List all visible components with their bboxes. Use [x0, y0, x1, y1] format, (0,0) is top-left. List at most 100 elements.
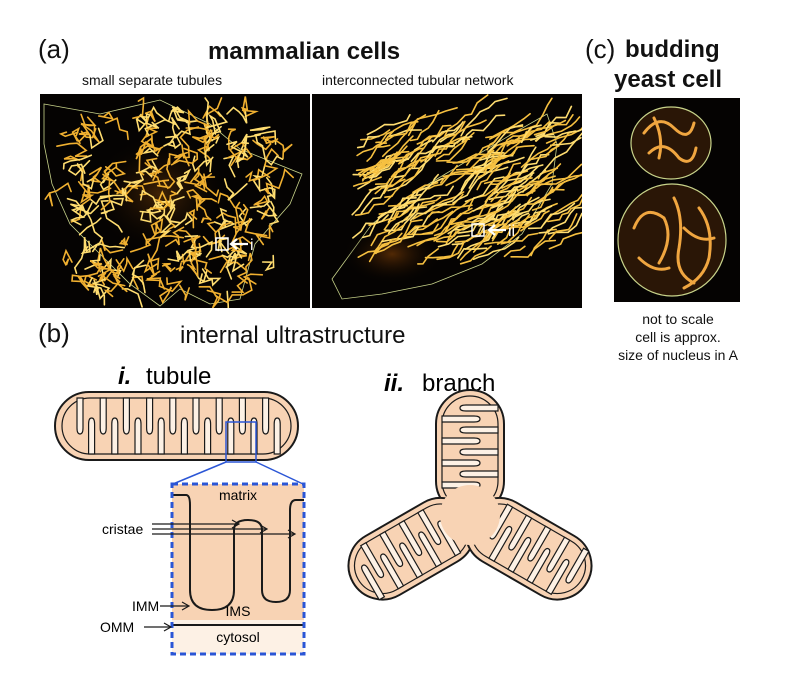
mito-tubule	[503, 245, 526, 258]
mito-tubule	[269, 200, 280, 225]
mito-tubule	[370, 223, 400, 247]
mito-tubule	[104, 117, 129, 141]
mito-tubule	[368, 161, 396, 179]
mito-tubule	[544, 174, 582, 185]
mito-tubule	[416, 130, 447, 145]
mito-tubule	[547, 212, 582, 235]
mito-tubule	[132, 159, 159, 188]
mito-tubule	[223, 178, 248, 201]
mito-tubule	[183, 235, 201, 251]
mito-tubule	[452, 166, 497, 204]
mito-tubule	[150, 217, 164, 236]
mito-tubule	[377, 191, 416, 219]
crista	[459, 470, 499, 478]
mito-tubule	[176, 168, 192, 184]
mito-tubule	[112, 272, 128, 293]
mito-tubule	[531, 178, 572, 211]
mito-tubule	[128, 259, 145, 288]
zoom-marker-i	[215, 237, 229, 251]
crista	[99, 397, 107, 435]
mito-tubule	[129, 233, 152, 253]
imm-label: IMM	[132, 598, 159, 614]
mito-tubule	[519, 153, 550, 176]
mito-tubule	[179, 284, 190, 301]
panel-a-title: mammalian cells	[208, 38, 401, 65]
mito-tubule	[445, 153, 503, 187]
mito-tubule	[418, 185, 454, 201]
branch-mitochondrion	[347, 389, 593, 601]
mito-tubule	[71, 131, 89, 144]
mito-tubule	[198, 268, 222, 287]
mito-tubule	[490, 171, 524, 203]
mito-tubule	[524, 205, 553, 226]
mito-tubule	[524, 186, 554, 205]
mito-tubule	[132, 96, 145, 119]
mito-tubule	[98, 272, 126, 287]
mito-tubule	[254, 134, 284, 166]
mito-tubule	[416, 234, 441, 247]
panel-b-title: internal ultrastructure	[180, 322, 406, 349]
right-micrograph-caption: interconnected tubular network	[322, 72, 514, 88]
crista	[545, 558, 570, 596]
mito-tubule	[186, 188, 203, 212]
mito-tubule	[141, 147, 159, 157]
mito-tubule	[184, 179, 205, 187]
mito-tubule	[86, 201, 104, 246]
crista	[262, 397, 270, 435]
mito-tubule	[176, 119, 198, 124]
mito-tubule	[62, 248, 73, 267]
mito-tubule	[500, 232, 539, 245]
mito-tubule	[369, 153, 395, 172]
mito-tubule	[468, 161, 492, 189]
tubule-word: tubule	[146, 363, 211, 390]
mito-tubule	[457, 247, 488, 259]
mito-tubule	[78, 217, 102, 236]
crista	[361, 564, 386, 601]
mito-tubule	[163, 133, 182, 150]
mito-tubule	[520, 210, 550, 232]
mito-tubule	[207, 129, 220, 140]
mito-tubule	[200, 217, 211, 224]
crista	[565, 547, 590, 584]
mito-tubule	[512, 198, 551, 221]
mito-tubule	[374, 159, 420, 195]
mito-tubule	[509, 97, 553, 136]
mito-tubule	[472, 236, 520, 261]
mito-tubule	[253, 194, 269, 208]
mito-tubule	[91, 242, 125, 253]
omm-label: OMM	[100, 619, 134, 635]
mito-tubule	[366, 114, 411, 136]
mito-tubule	[538, 132, 582, 178]
mito-tubule	[184, 235, 213, 258]
mito-tubule	[145, 112, 160, 129]
mito-tubule	[545, 127, 582, 144]
mito-tubule	[167, 106, 184, 122]
mito-tubule	[437, 234, 470, 248]
mito-tubule	[366, 144, 391, 162]
mito-tubule	[547, 197, 582, 223]
mito-tubule	[444, 217, 458, 233]
mito-tubule	[452, 156, 473, 164]
mito-tubule	[70, 183, 91, 223]
mito-tubule	[538, 206, 582, 234]
mito-tubule	[190, 170, 206, 190]
crista	[398, 519, 423, 557]
mito-tubule	[226, 148, 253, 161]
mito-tubule	[176, 174, 187, 190]
crista	[134, 417, 142, 455]
panel-c-title-line1: budding	[625, 36, 720, 63]
mito-tubule	[256, 203, 278, 217]
mito-tubule	[231, 232, 252, 245]
mito-tubule	[188, 208, 198, 229]
mito-tubule	[431, 135, 473, 154]
mito-tubule	[165, 116, 180, 139]
crista	[157, 417, 165, 455]
mito-tubule	[434, 120, 466, 157]
crista	[508, 514, 533, 551]
matrix-label: matrix	[219, 487, 257, 503]
mito-tubule	[520, 124, 542, 144]
mito-tubule	[501, 177, 533, 189]
mito-tubule	[476, 160, 510, 191]
cytosol-label: cytosol	[216, 629, 260, 645]
mito-tubule	[80, 240, 91, 255]
